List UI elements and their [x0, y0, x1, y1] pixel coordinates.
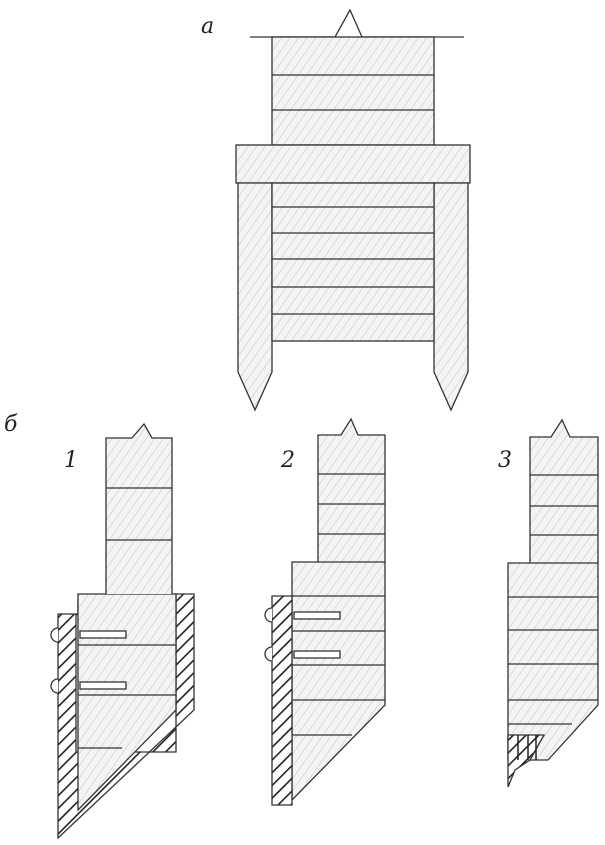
break-line-b2 — [317, 417, 386, 562]
label-variant-2: 2 — [281, 448, 295, 473]
lower-masonry-a — [271, 182, 435, 342]
break-line-a — [250, 8, 464, 38]
figure-a — [235, 8, 471, 412]
lower-block-b2 — [291, 561, 386, 802]
break-line-b1 — [105, 422, 173, 594]
label-variant-1: 1 — [64, 448, 78, 473]
bolt-head-b2-bottom — [264, 646, 273, 662]
label-part-b: б — [4, 412, 18, 437]
upper-column-a — [271, 36, 435, 146]
right-pile-a — [433, 182, 469, 412]
figure-b1 — [50, 422, 195, 840]
anchor-b1-bottom — [79, 681, 127, 690]
anchor-b2-bottom — [293, 650, 341, 659]
left-pile-a — [237, 182, 273, 412]
anchor-b1-top — [79, 630, 127, 639]
inner-masonry-b1 — [77, 593, 177, 812]
lower-block-b3 — [507, 562, 599, 761]
bolt-head-b1-bottom — [50, 678, 59, 694]
figure-b3 — [507, 418, 599, 788]
side-plank-b2 — [271, 595, 293, 806]
label-variant-3: 3 — [498, 448, 512, 473]
bolt-head-b2-top — [264, 607, 273, 623]
cap-beam-a — [235, 144, 471, 184]
break-line-b3 — [529, 418, 599, 563]
figure-b2 — [264, 417, 386, 806]
label-part-a: а — [201, 14, 215, 39]
foot-b3 — [507, 734, 546, 788]
anchor-b2-top — [293, 611, 341, 620]
bolt-head-b1-top — [50, 627, 59, 643]
